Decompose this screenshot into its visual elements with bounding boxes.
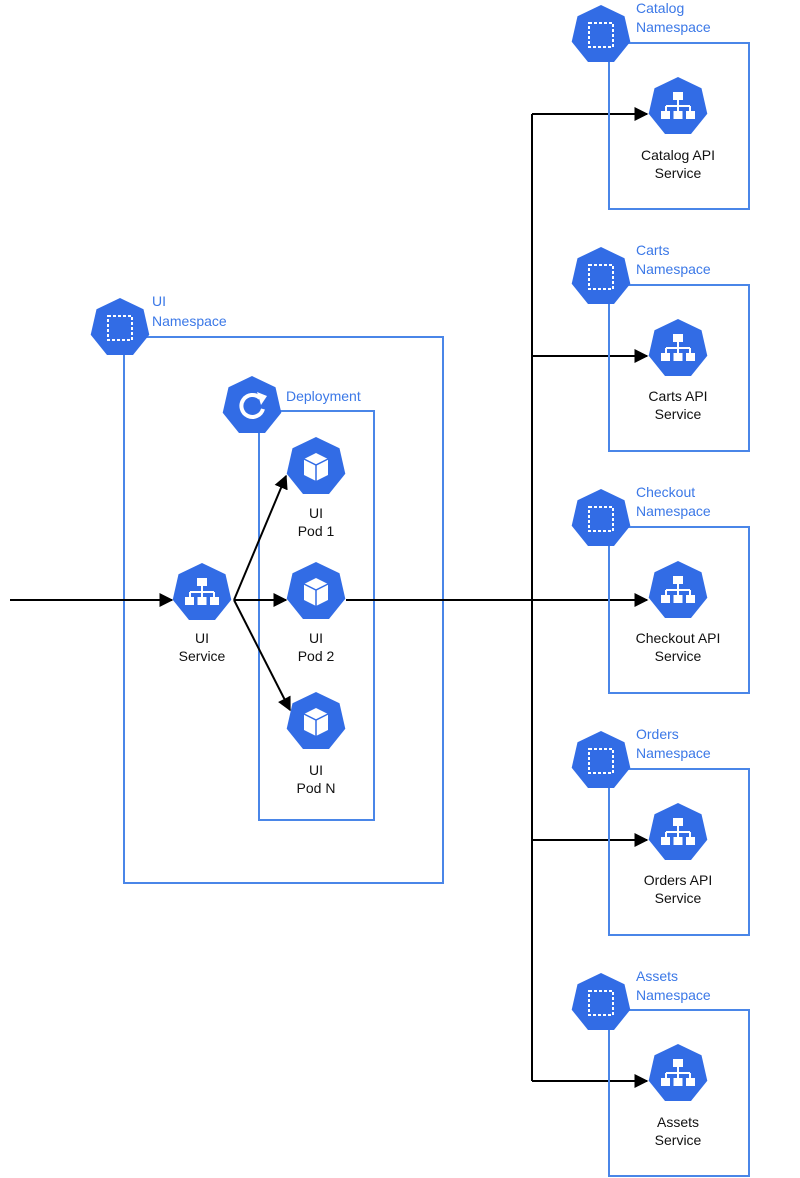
namespace-icon [571, 5, 631, 62]
pod-1-label-line2: Pod 1 [298, 523, 335, 539]
ui-namespace: UI Namespace [90, 293, 444, 884]
carts-namespace-label-line1: Carts [636, 242, 669, 258]
pod-2: UI Pod 2 [286, 562, 346, 664]
pod-1: UI Pod 1 [286, 437, 346, 539]
edge-service-pod1 [233, 474, 288, 601]
namespace-icon [571, 489, 631, 546]
service-icon [648, 561, 708, 618]
ui-service-label-line2: Service [179, 648, 226, 664]
carts-service-label-line2: Service [655, 406, 702, 422]
ui-service: UI Service [172, 563, 232, 664]
namespace-icon [571, 973, 631, 1030]
assets-namespace-label-line1: Assets [636, 968, 678, 984]
carts-namespace-box [608, 284, 750, 452]
catalog-service-label-line2: Service [655, 165, 702, 181]
orders-service-label-line1: Orders API [644, 872, 712, 888]
carts-namespace-label-line2: Namespace [636, 261, 711, 277]
checkout-namespace-label-line1: Checkout [636, 484, 695, 500]
carts-service-label-line1: Carts API [648, 388, 707, 404]
checkout-service-label-line2: Service [655, 648, 702, 664]
namespace-icon [90, 298, 150, 355]
checkout-namespace: Checkout Namespace Checkout API Service [571, 484, 750, 694]
edges [10, 107, 649, 1088]
deployment-icon [222, 376, 282, 433]
deployment: Deployment [222, 376, 375, 821]
checkout-namespace-label-line2: Namespace [636, 503, 711, 519]
pod-n-label-line2: Pod N [297, 780, 336, 796]
pod-n-label-line1: UI [309, 762, 323, 778]
checkout-namespace-box [608, 526, 750, 694]
pod-icon [286, 437, 346, 494]
assets-namespace-label-line2: Namespace [636, 987, 711, 1003]
catalog-service-label-line1: Catalog API [641, 147, 715, 163]
assets-service-label-line2: Service [655, 1132, 702, 1148]
catalog-namespace-box [608, 42, 750, 210]
catalog-namespace-label-line1: Catalog [636, 0, 684, 16]
deployment-box [258, 410, 375, 821]
pod-1-label-line1: UI [309, 505, 323, 521]
catalog-namespace: Catalog Namespace Catalog API Service [571, 0, 750, 210]
service-icon [648, 77, 708, 134]
pod-icon [286, 562, 346, 619]
namespace-icon [571, 731, 631, 788]
service-icon [648, 319, 708, 376]
assets-service-label-line1: Assets [657, 1114, 699, 1130]
checkout-service-label-line1: Checkout API [636, 630, 721, 646]
orders-namespace-label-line1: Orders [636, 726, 679, 742]
deployment-label: Deployment [286, 388, 361, 404]
carts-namespace: Carts Namespace Carts API Service [571, 242, 750, 452]
ui-namespace-box [123, 336, 444, 884]
service-icon [172, 563, 232, 620]
service-icon [648, 803, 708, 860]
pod-n: UI Pod N [286, 692, 346, 796]
edge-service-podn [233, 599, 291, 712]
orders-namespace: Orders Namespace Orders API Service [571, 726, 750, 936]
orders-namespace-label-line2: Namespace [636, 745, 711, 761]
pod-2-label-line2: Pod 2 [298, 648, 335, 664]
service-icon [648, 1044, 708, 1101]
orders-namespace-box [608, 768, 750, 936]
assets-namespace: Assets Namespace Assets Service [571, 968, 750, 1177]
ui-service-label-line1: UI [195, 630, 209, 646]
namespace-icon [571, 247, 631, 304]
ui-namespace-label-line2: Namespace [152, 313, 227, 329]
ui-namespace-label-line1: UI [152, 293, 166, 309]
orders-service-label-line2: Service [655, 890, 702, 906]
catalog-namespace-label-line2: Namespace [636, 19, 711, 35]
pod-icon [286, 692, 346, 749]
pod-2-label-line1: UI [309, 630, 323, 646]
assets-namespace-box [608, 1009, 750, 1177]
